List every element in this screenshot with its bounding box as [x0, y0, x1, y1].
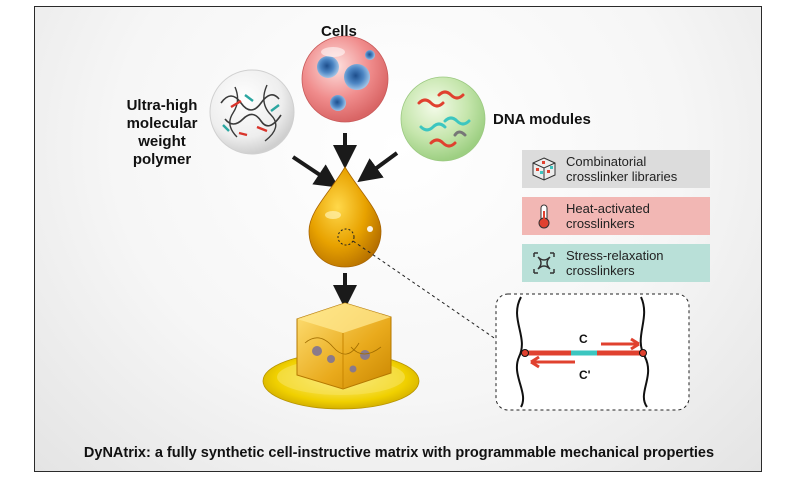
thermometer-icon — [538, 204, 550, 229]
arrow-polymer-to-droplet — [291, 155, 339, 188]
legend-item-combinatorial: Combinatorial crosslinker libraries — [522, 150, 710, 188]
polymer-label-line2: molecular — [126, 115, 198, 132]
arrow-dna-to-droplet — [357, 151, 399, 183]
strand-c-prime-label: C' — [579, 368, 591, 382]
legend-combinatorial-line2: crosslinker libraries — [566, 169, 678, 184]
legend-item-stress-relaxation: Stress-relaxation crosslinkers — [522, 244, 710, 282]
matrix-hydrogel-cube — [262, 302, 420, 410]
legend-stress-line2: crosslinkers — [566, 263, 635, 278]
legend-stress-bg — [522, 244, 710, 282]
polymer-label: Ultra-high molecular weight polymer — [109, 97, 215, 169]
legend-combinatorial-line1: Combinatorial — [566, 154, 647, 169]
dna-modules-label: DNA modules — [493, 111, 591, 128]
cells-label: Cells — [321, 23, 357, 40]
polymer-label-line3: weight polymer — [132, 133, 192, 168]
figure-frame: C C' Cells Ultra-high molecular weight p… — [34, 6, 762, 472]
legend-heat-line2: crosslinkers — [566, 216, 635, 231]
cells-sphere — [301, 35, 389, 123]
legend-heat-line1: Heat-activated — [566, 201, 650, 216]
gel-droplet — [308, 166, 382, 268]
diagram-graphics: C C' — [209, 35, 710, 411]
legend-stress-line1: Stress-relaxation — [566, 248, 664, 263]
stretch-arrows-icon — [533, 252, 555, 274]
legend-heat-bg — [522, 197, 710, 235]
strand-c-label: C — [579, 332, 588, 346]
polymer-label-line1: Ultra-high — [126, 97, 198, 114]
crosslink-inset: C C' — [495, 293, 690, 411]
cube-icon — [532, 157, 556, 181]
figure-caption: DyNAtrix: a fully synthetic cell-instruc… — [83, 445, 715, 461]
dna-modules-sphere — [400, 76, 486, 162]
legend-item-heat-activated: Heat-activated crosslinkers — [522, 197, 710, 235]
polymer-sphere — [209, 69, 295, 155]
